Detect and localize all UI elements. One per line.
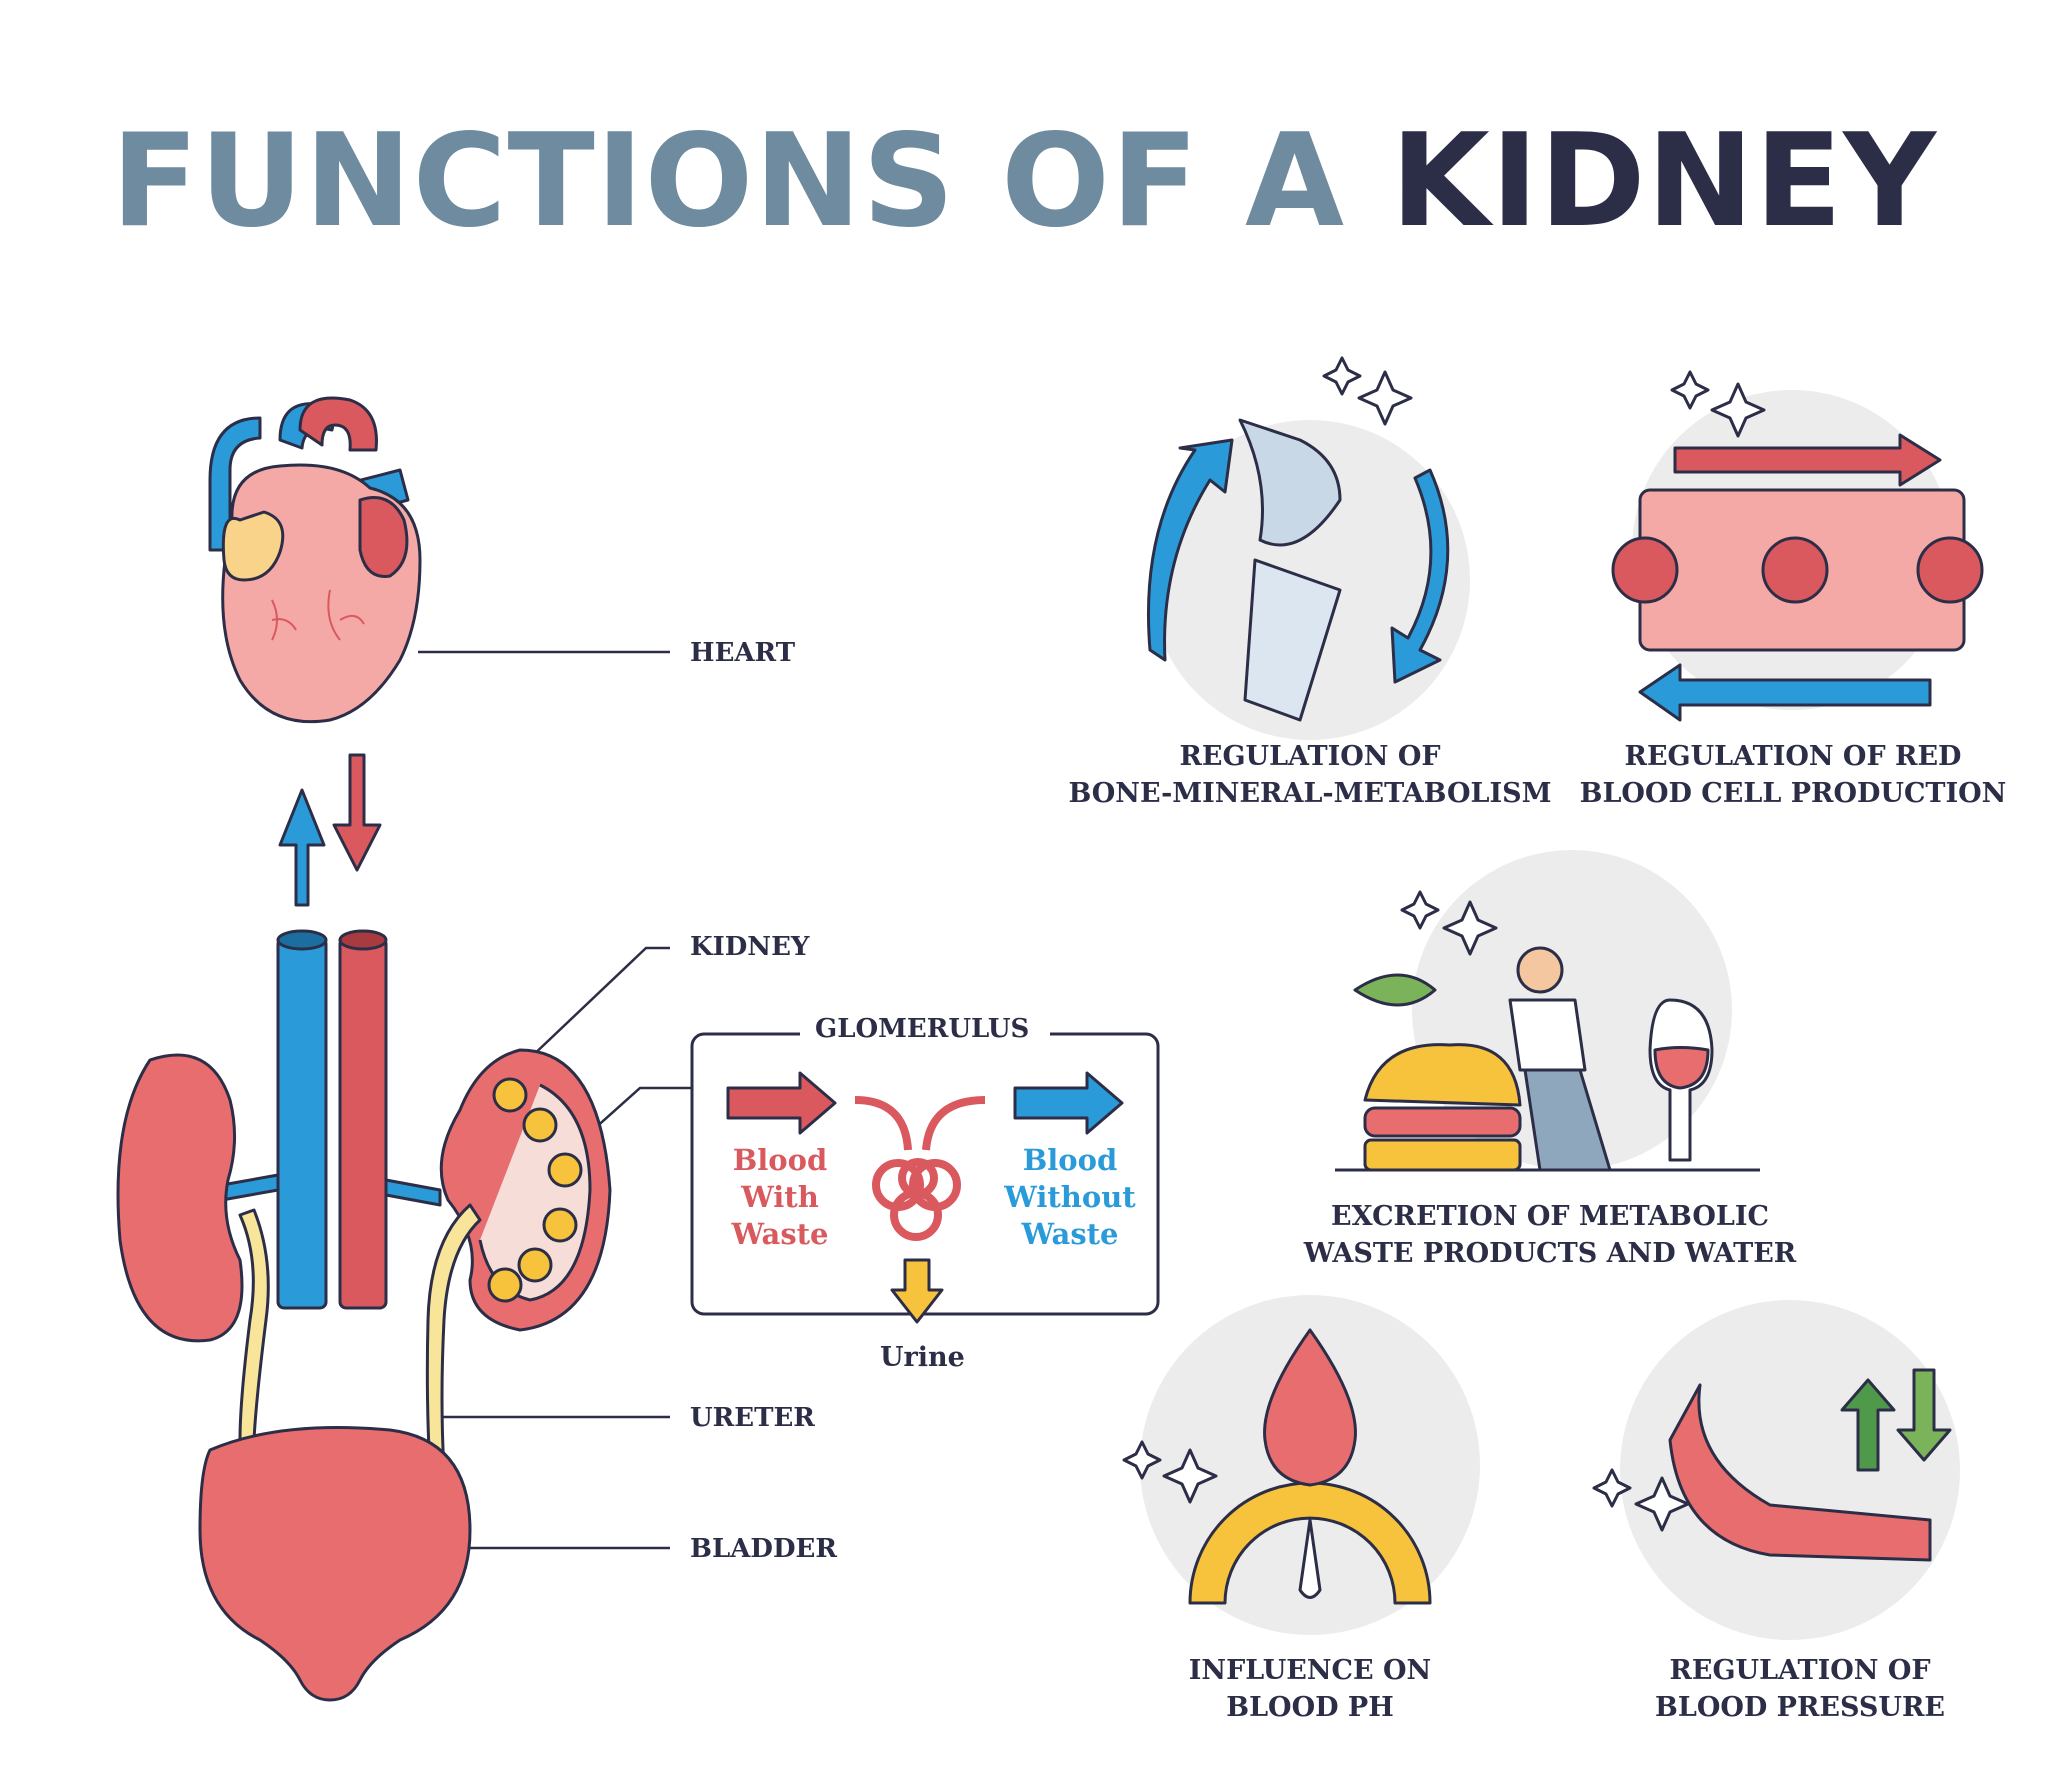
- ureter-label: URETER: [690, 1403, 815, 1433]
- caption-bone-mineral: REGULATION OF BONE-MINERAL-METABOLISM: [1060, 738, 1560, 812]
- capillary-tuft-icon: [854, 1096, 986, 1241]
- caption-excretion-line-1: EXCRETION OF METABOLIC: [1331, 1201, 1769, 1232]
- left-kidney-icon: [116, 1053, 244, 1343]
- kidney-leader-line: [527, 946, 670, 1061]
- caption-excretion: EXCRETION OF METABOLIC WASTE PRODUCTS AN…: [1300, 1198, 1800, 1272]
- caption-bp-line-1: REGULATION OF: [1669, 1655, 1931, 1686]
- caption-blood-ph: INFLUENCE ON BLOOD PH: [1160, 1652, 1460, 1726]
- title-part-1: FUNCTIONS OF A: [111, 107, 1346, 256]
- leader-lines: [418, 650, 692, 1550]
- blood-in-arrow-icon: [726, 1071, 837, 1135]
- bone-joint-icon: [1146, 418, 1470, 740]
- caption-excretion-line-2: WASTE PRODUCTS AND WATER: [1303, 1238, 1797, 1269]
- caption-blood-pressure: REGULATION OF BLOOD PRESSURE: [1640, 1652, 1960, 1726]
- page-title: FUNCTIONS OF A KIDNEY: [0, 118, 2048, 246]
- blood-with-waste-line-3: Waste: [731, 1217, 829, 1251]
- glomerulus-title: GLOMERULUS: [815, 1014, 1030, 1044]
- caption-red-blood-cell: REGULATION OF RED BLOOD CELL PRODUCTION: [1578, 738, 2008, 812]
- left-ureter-icon: [238, 1208, 270, 1442]
- bladder-label: BLADDER: [690, 1534, 837, 1564]
- blood-without-waste-line-1: Blood: [1022, 1143, 1118, 1177]
- artery-pressure-icon: [1620, 1300, 1960, 1640]
- blood-vessel-icon: [1611, 390, 1984, 722]
- blood-with-waste-line-2: With: [741, 1180, 819, 1214]
- blood-without-waste-line-2: Without: [1004, 1180, 1136, 1214]
- urine-label: Urine: [880, 1342, 965, 1373]
- bladder-icon: [198, 1426, 472, 1702]
- caption-ph-line-2: BLOOD PH: [1226, 1692, 1394, 1723]
- kidney-label: KIDNEY: [690, 932, 810, 962]
- eating-person-icon: [1335, 850, 1760, 1172]
- glomerulus-diagram: [690, 1018, 1160, 1324]
- blood-without-waste-line-3: Waste: [1021, 1217, 1119, 1251]
- heart-icon: [208, 396, 422, 724]
- ph-gauge-icon: [1140, 1295, 1480, 1635]
- aorta-icon: [338, 936, 388, 1310]
- blood-without-waste-label: Blood Without Waste: [1000, 1142, 1140, 1253]
- arrow-down-icon: [332, 753, 382, 872]
- caption-ph-line-1: INFLUENCE ON: [1188, 1655, 1432, 1686]
- caption-bp-line-2: BLOOD PRESSURE: [1655, 1692, 1945, 1723]
- caption-bone-line-2: BONE-MINERAL-METABOLISM: [1068, 778, 1552, 809]
- sparkle-icons: [1122, 356, 1766, 1532]
- blood-with-waste-line-1: Blood: [732, 1143, 828, 1177]
- blood-with-waste-label: Blood With Waste: [720, 1142, 840, 1253]
- urinary-system-icon: [116, 929, 612, 1702]
- vena-cava-icon: [276, 936, 328, 1310]
- caption-rbc-line-2: BLOOD CELL PRODUCTION: [1579, 778, 2007, 809]
- caption-rbc-line-1: REGULATION OF RED: [1624, 741, 1962, 772]
- urine-arrow-icon: [890, 1258, 944, 1324]
- blood-out-arrow-icon: [1013, 1071, 1124, 1135]
- title-part-2: KIDNEY: [1390, 107, 1937, 256]
- caption-bone-line-1: REGULATION OF: [1179, 741, 1441, 772]
- circulation-arrows: [278, 753, 382, 907]
- arrow-up-icon: [278, 788, 326, 907]
- heart-label: HEART: [690, 638, 796, 668]
